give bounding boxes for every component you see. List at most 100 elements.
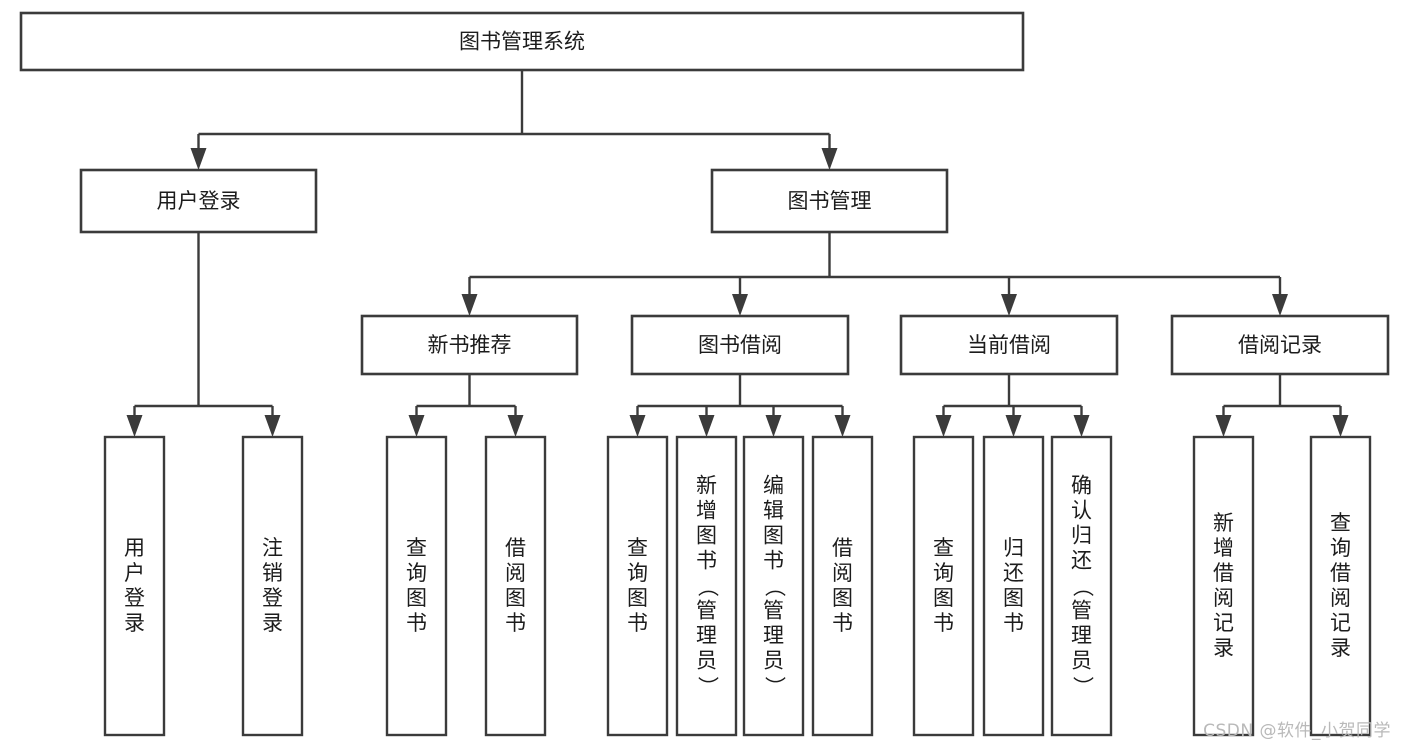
node-box xyxy=(79,168,318,234)
node-label-char: 图 xyxy=(832,586,853,610)
node-label-char: （ xyxy=(763,576,787,597)
node-label-char: 归 xyxy=(1003,536,1024,560)
node-label-char: 还 xyxy=(1071,549,1092,573)
connector-arrow xyxy=(935,406,952,437)
node-label-char: 增 xyxy=(696,499,717,523)
node-box xyxy=(1309,435,1372,737)
node-label-char: 书 xyxy=(505,611,526,635)
node-借阅记录[interactable]: 借阅记录 xyxy=(1170,314,1390,376)
node-label: 新书推荐 xyxy=(428,333,512,357)
node-label-char: 登 xyxy=(124,586,145,610)
node-当前借阅[interactable]: 当前借阅 xyxy=(899,314,1119,376)
node-用户登录[interactable]: 用户登录 xyxy=(103,435,166,737)
node-图书借阅[interactable]: 图书借阅 xyxy=(630,314,850,376)
node-label-char: 管 xyxy=(1071,599,1092,623)
node-label-char: 理 xyxy=(763,624,784,648)
node-box xyxy=(899,314,1119,376)
connector-arrow xyxy=(1073,406,1090,437)
node-label: 图书管理系统 xyxy=(459,30,585,54)
node-box xyxy=(103,435,166,737)
node-label-char: 理 xyxy=(1071,624,1092,648)
node-label-char: 认 xyxy=(1071,499,1092,523)
connector-arrow xyxy=(1001,277,1017,316)
node-box xyxy=(19,11,1025,72)
connector-arrow xyxy=(507,406,524,437)
node-label-char: 书 xyxy=(1003,611,1024,635)
node-label-char: 询 xyxy=(1330,536,1351,560)
node-label-char: 新 xyxy=(1213,511,1234,535)
connector-arrow xyxy=(834,406,851,437)
node-label: 用户登录 xyxy=(157,189,241,213)
connector-arrow xyxy=(264,406,281,437)
node-label-char: 确 xyxy=(1071,474,1092,498)
node-label-char: 图 xyxy=(505,586,526,610)
node-label-char: 图 xyxy=(696,524,717,548)
node-box xyxy=(606,435,669,737)
connector-arrow xyxy=(1005,406,1022,437)
node-label-char: 询 xyxy=(933,561,954,585)
node-label-char: 阅 xyxy=(1213,586,1234,610)
node-label-char: 新 xyxy=(696,474,717,498)
node-新书推荐[interactable]: 新书推荐 xyxy=(360,314,579,376)
node-label: 借阅记录 xyxy=(1238,333,1322,357)
node-label-char: 员 xyxy=(763,649,784,673)
node-box xyxy=(241,435,304,737)
node-box xyxy=(811,435,874,737)
connector-arrow xyxy=(1272,277,1288,316)
node-label-char: 书 xyxy=(933,611,954,635)
node-label-char: 录 xyxy=(1330,636,1351,660)
node-label-char: 查 xyxy=(933,536,954,560)
node-label-char: 录 xyxy=(1213,636,1234,660)
node-label-char: 查 xyxy=(627,536,648,560)
node-label-char: 注 xyxy=(262,536,283,560)
connector-arrow xyxy=(190,134,207,170)
node-label-char: 理 xyxy=(696,624,717,648)
node-label-char: 图 xyxy=(933,586,954,610)
node-label-char: 阅 xyxy=(832,561,853,585)
node-图书管理[interactable]: 图书管理 xyxy=(710,168,949,234)
node-label-char: 阅 xyxy=(1330,586,1351,610)
node-label-char: 登 xyxy=(262,586,283,610)
node-label: 当前借阅 xyxy=(967,333,1051,357)
connector-arrow xyxy=(1332,406,1349,437)
node-用户登录[interactable]: 用户登录 xyxy=(79,168,318,234)
node-box xyxy=(912,435,975,737)
node-label-char: 管 xyxy=(763,599,784,623)
connector-arrow xyxy=(461,277,478,316)
node-label-char: 记 xyxy=(1213,611,1234,635)
node-label: 图书借阅 xyxy=(698,333,782,357)
node-label-char: 书 xyxy=(406,611,427,635)
connector-arrow xyxy=(821,134,838,170)
node-label-char: 用 xyxy=(124,536,145,560)
node-label-char: ） xyxy=(696,676,720,697)
node-label-char: 员 xyxy=(1071,649,1092,673)
connector-arrow xyxy=(1215,406,1232,437)
node-label-char: 图 xyxy=(1003,586,1024,610)
node-label-char: 增 xyxy=(1213,536,1234,560)
node-label-char: 查 xyxy=(1330,511,1351,535)
node-label-char: 管 xyxy=(696,599,717,623)
connector-arrow xyxy=(629,406,646,437)
node-box xyxy=(484,435,547,737)
node-label-char: 记 xyxy=(1330,611,1351,635)
node-label-char: 询 xyxy=(406,561,427,585)
node-label-char: 书 xyxy=(763,549,784,573)
connector-arrow xyxy=(408,406,425,437)
node-label-char: 员 xyxy=(696,649,717,673)
node-label-char: 归 xyxy=(1071,524,1092,548)
node-label-char: 借 xyxy=(505,536,526,560)
connector-arrow xyxy=(126,406,143,437)
node-图书管理系统[interactable]: 图书管理系统 xyxy=(19,11,1025,72)
